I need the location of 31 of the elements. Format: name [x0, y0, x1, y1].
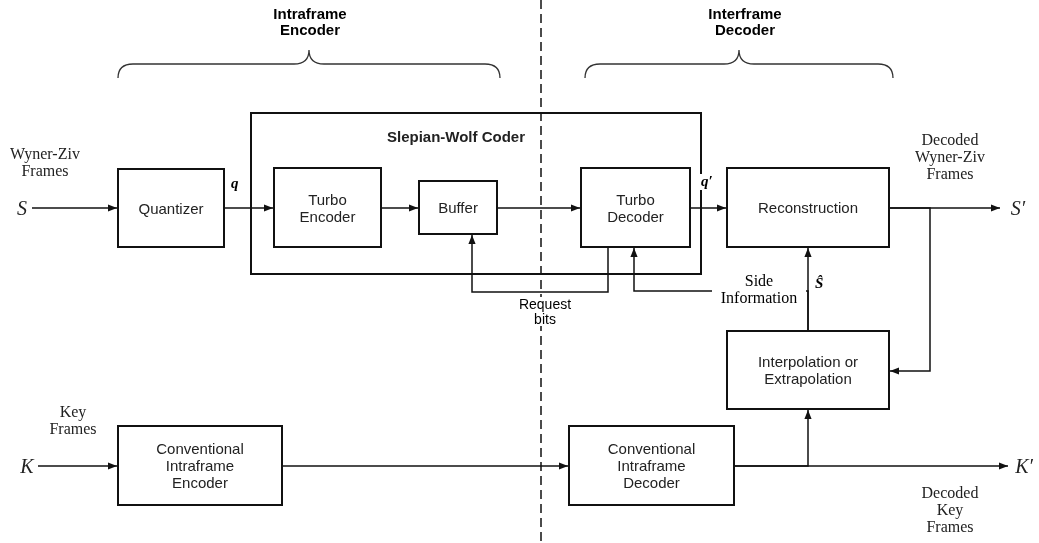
- arrow: [381, 204, 419, 212]
- section-heading: Intraframe Encoder: [272, 6, 348, 38]
- section-heading: Interframe Decoder: [707, 6, 783, 38]
- process-box: Turbo Decoder: [580, 167, 691, 248]
- arrow: [468, 234, 609, 293]
- group-title: Slepian-Wolf Coder: [386, 128, 526, 145]
- coder-group-box: [250, 112, 702, 275]
- process-box: Conventional Intraframe Encoder: [117, 425, 283, 506]
- process-box: Quantizer: [117, 168, 225, 248]
- process-box: Interpolation or Extrapolation: [726, 330, 890, 410]
- arrow: [734, 409, 812, 467]
- process-box: Reconstruction: [726, 167, 890, 248]
- signal-caption: Decoded Wyner-Ziv Frames: [914, 132, 986, 183]
- process-box: Turbo Encoder: [273, 167, 382, 248]
- signal-caption: Key Frames: [48, 404, 98, 438]
- process-box: Buffer: [418, 180, 498, 235]
- signal-symbol: S′: [1010, 196, 1026, 220]
- arrow: [497, 204, 581, 212]
- arrow: [690, 204, 727, 212]
- signal-symbol: S: [17, 196, 27, 220]
- arrow: [37, 462, 118, 470]
- signal-caption: Decoded Key Frames: [920, 485, 980, 536]
- process-box: Conventional Intraframe Decoder: [568, 425, 735, 506]
- edge-label: q′: [700, 174, 714, 190]
- arrow: [31, 204, 118, 212]
- arrow: [224, 204, 274, 212]
- arrow: [889, 207, 931, 375]
- signal-symbol: K: [20, 454, 34, 478]
- signal-symbol: K′: [1015, 454, 1033, 478]
- arrow: [282, 462, 569, 470]
- signal-caption: Wyner-Ziv Frames: [9, 146, 81, 180]
